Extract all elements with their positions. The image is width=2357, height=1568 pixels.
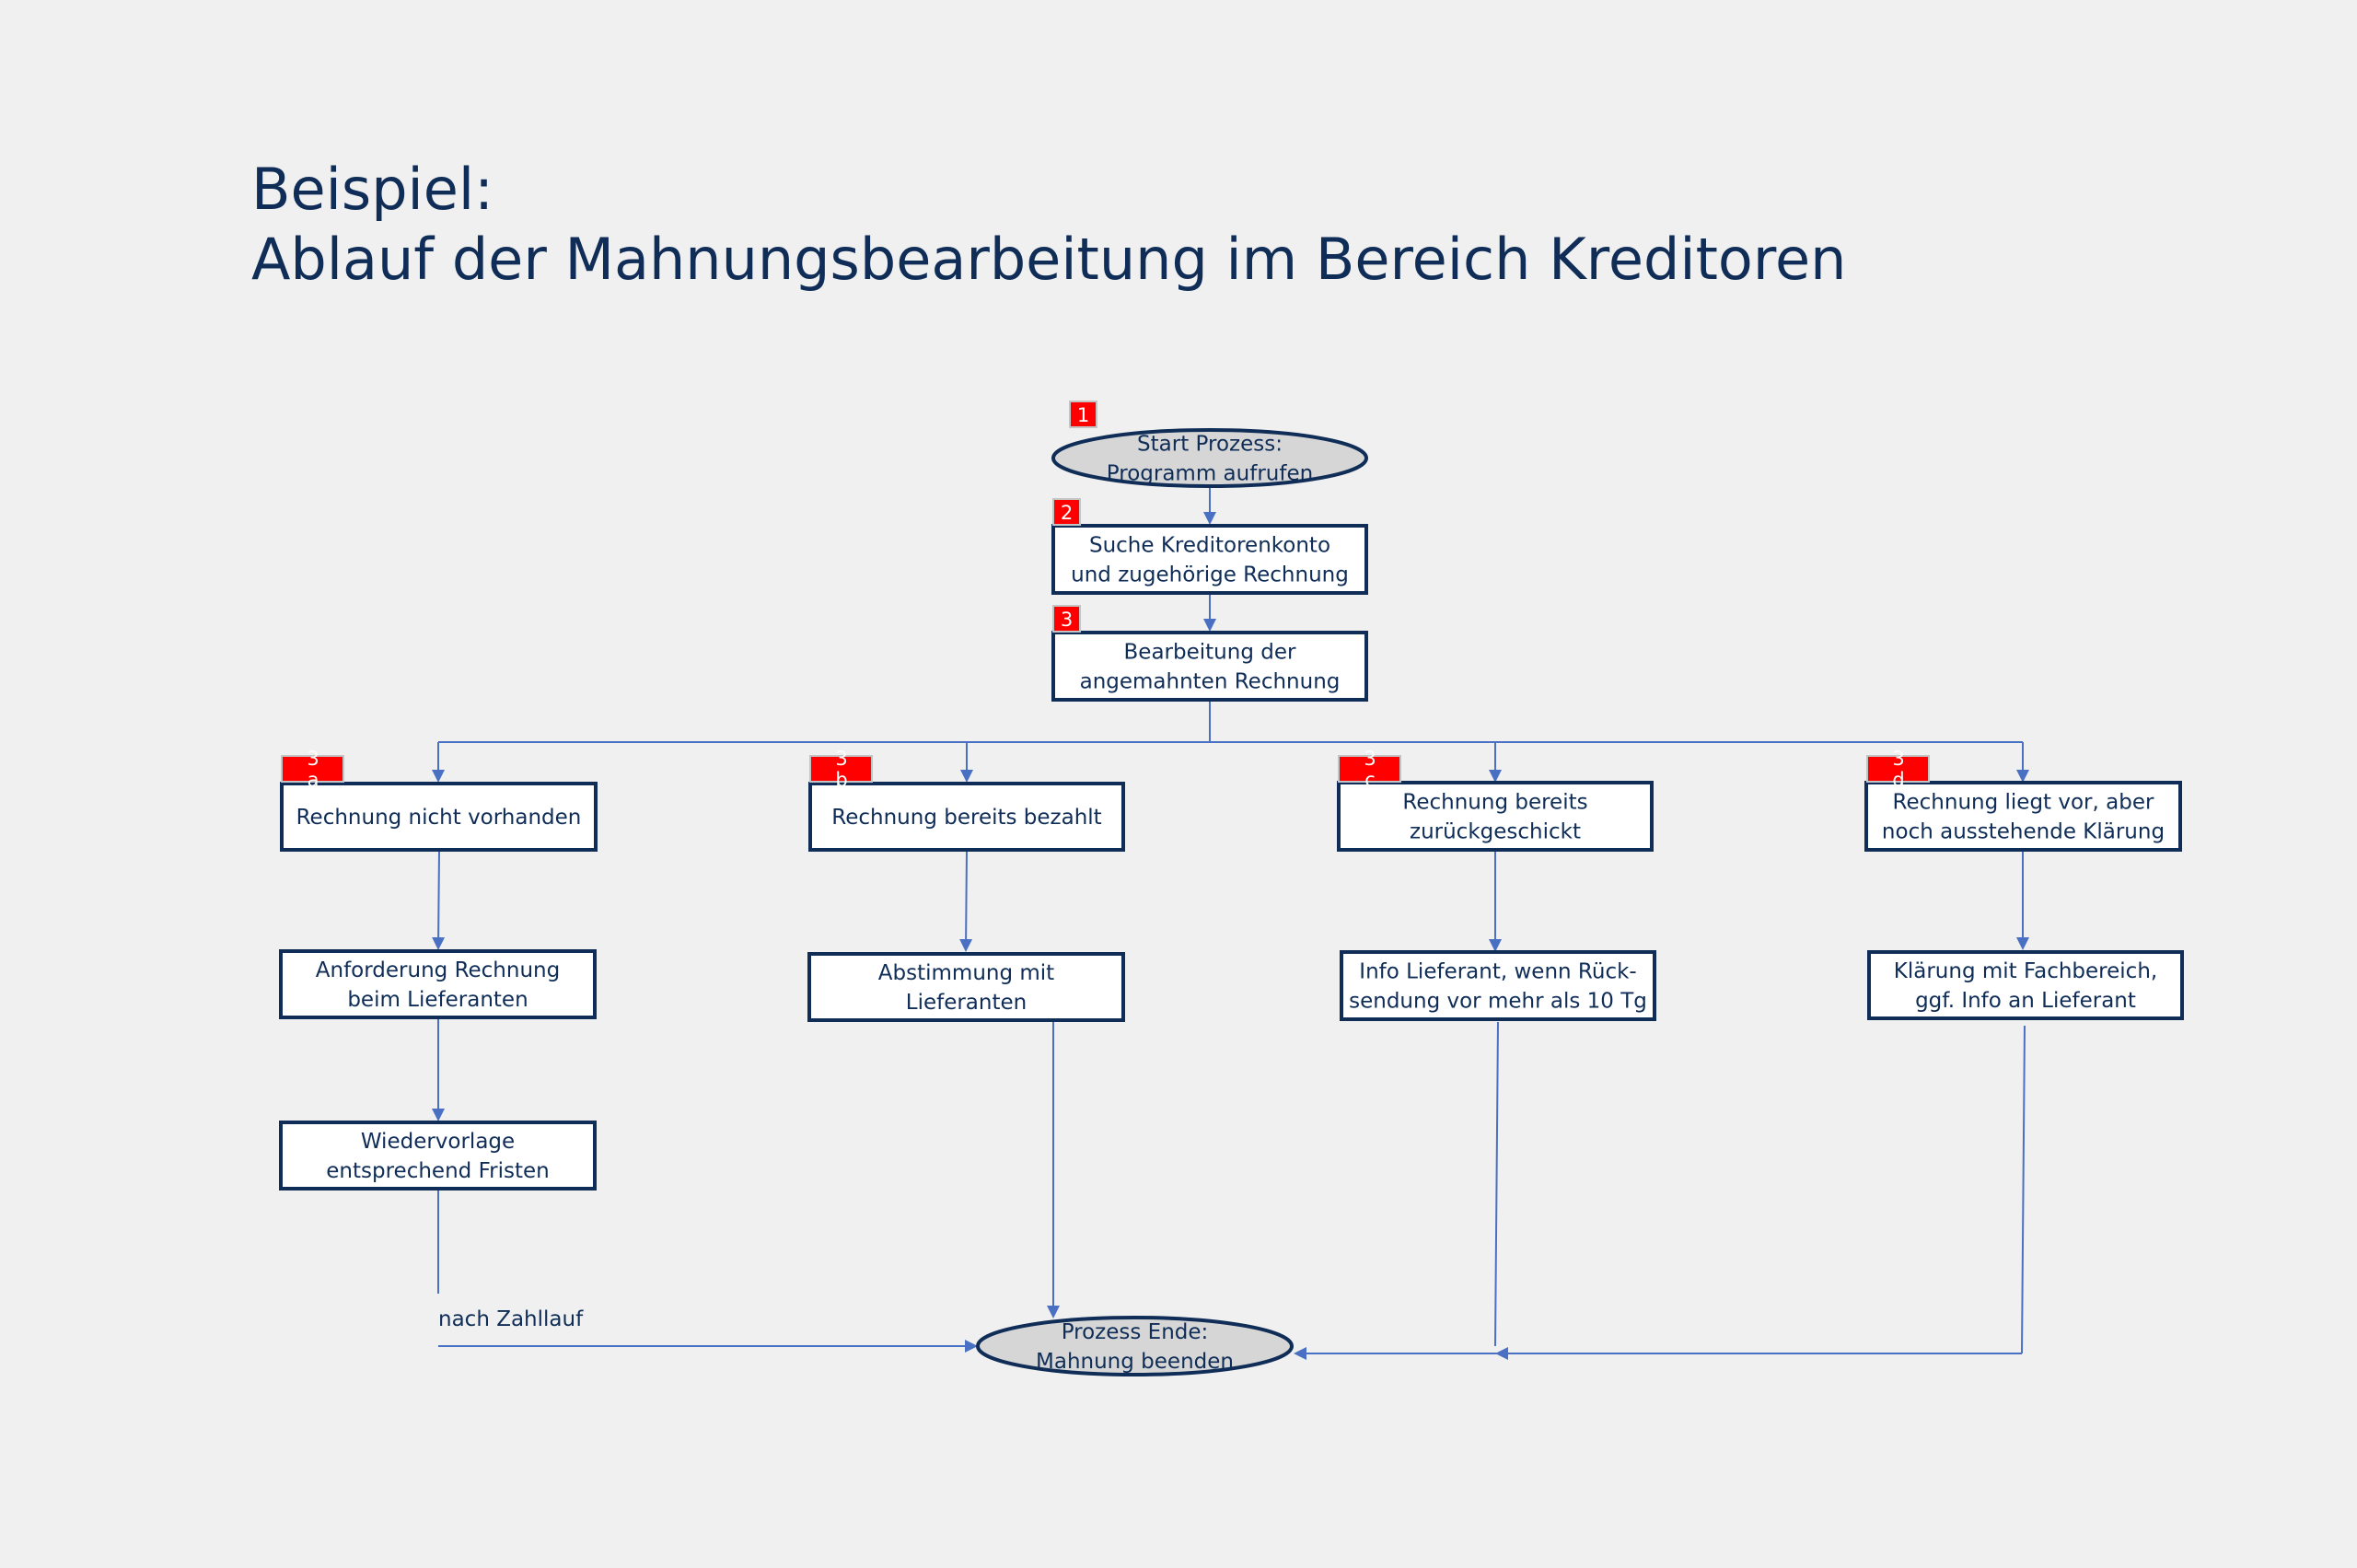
badge-label: b	[835, 769, 847, 791]
badge-label: c	[1364, 769, 1376, 791]
node-label-line: Klärung mit Fachbereich,	[1894, 959, 2157, 983]
node-label-line: Bearbeitung der	[1124, 641, 1296, 665]
node-end: Prozess Ende: Mahnung beenden	[976, 1316, 1294, 1376]
node-label-line: entsprechend Fristen	[326, 1159, 549, 1183]
node-resubmission: Wiedervorlage entsprechend Fristen	[279, 1121, 597, 1191]
node-label-line: Lieferanten	[906, 991, 1027, 1015]
node-label-line: Wiedervorlage	[361, 1130, 515, 1154]
process-box	[280, 782, 598, 852]
badge-background	[1338, 755, 1401, 783]
node-clarify: Klärung mit Fachbereich, ggf. Info an Lie…	[1867, 950, 2184, 1020]
badge-label: 3	[1364, 748, 1376, 770]
node-label-line: ggf. Info an Lieferant	[1915, 989, 2136, 1013]
node-label-line: Programm aufrufen	[1107, 462, 1313, 486]
node-case-a: Rechnung nicht vorhanden	[280, 782, 598, 852]
node-label-line: und zugehörige Rechnung	[1071, 563, 1349, 587]
process-box	[1864, 781, 2182, 852]
node-search: Suche Kreditorenkonto und zugehörige Rech…	[1051, 524, 1368, 595]
badge-case-b: 3b	[809, 748, 873, 791]
node-label-line: noch ausstehende Klärung	[1882, 820, 2165, 844]
node-case-d: Rechnung liegt vor, aber noch ausstehende…	[1864, 781, 2182, 852]
node-label-line: beim Lieferanten	[347, 988, 528, 1012]
node-label-line: Prozess Ende:	[1062, 1320, 1209, 1344]
process-box	[1867, 950, 2184, 1020]
title-line-1: Beispiel:	[251, 156, 494, 223]
node-label-line: Rechnung liegt vor, aber	[1893, 791, 2154, 815]
terminal-shape	[976, 1316, 1294, 1376]
badge-background	[1069, 401, 1097, 428]
badge-background	[281, 755, 344, 783]
node-label-line: sendung vor mehr als 10 Tg	[1349, 990, 1647, 1014]
badge-case-d: 3d	[1866, 748, 1930, 791]
node-label-line: Abstimmung mit	[878, 961, 1054, 985]
node-label-line: Rechnung bereits bezahlt	[831, 806, 1101, 830]
process-box	[1051, 631, 1368, 702]
connector-case-a-to-request	[432, 850, 446, 950]
process-box	[279, 949, 597, 1019]
process-box	[1337, 781, 1654, 852]
badge-background	[1866, 755, 1930, 783]
node-request-invoice: Anforderung Rechnung beim Lieferanten	[279, 949, 597, 1019]
connector-clarify-down	[2021, 1025, 2026, 1354]
badge-background	[1052, 498, 1081, 526]
node-start: Start Prozess: Programm aufrufen	[1051, 428, 1368, 488]
edge-label-after-payment-run: nach Zahllauf	[438, 1307, 584, 1331]
badge-label: d	[1892, 769, 1904, 791]
node-label-line: Info Lieferant, wenn Rück-	[1359, 960, 1636, 984]
badge-process: 3	[1052, 605, 1081, 633]
title-line-2: Ablauf der Mahnungsbearbeitung im Bereic…	[251, 226, 1847, 293]
badge-label: 3	[835, 748, 847, 770]
badge-label: 3	[307, 748, 319, 770]
node-label-line: Mahnung beenden	[1036, 1350, 1234, 1374]
badge-search: 2	[1052, 498, 1081, 526]
connectors	[432, 486, 2029, 1360]
badge-label: 2	[1061, 502, 1073, 524]
connector-info-down	[1494, 1021, 1499, 1347]
badge-case-c: 3c	[1338, 748, 1401, 791]
badge-case-a: 3a	[281, 748, 344, 791]
node-label-line: Rechnung nicht vorhanden	[296, 806, 582, 830]
badge-label: 3	[1061, 609, 1073, 631]
node-info-supplier: Info Lieferant, wenn Rück-sendung vor me…	[1340, 950, 1656, 1021]
node-case-b: Rechnung bereits bezahlt	[808, 782, 1125, 852]
process-box	[1340, 950, 1656, 1021]
node-label-line: Rechnung bereits	[1402, 791, 1587, 815]
node-label-line: angemahnten Rechnung	[1080, 670, 1341, 694]
badge-background	[1052, 605, 1081, 633]
process-box	[279, 1121, 597, 1191]
process-box	[808, 782, 1125, 852]
badge-label: 1	[1077, 404, 1089, 426]
badge-label: 3	[1892, 748, 1904, 770]
node-label-line: Start Prozess:	[1137, 433, 1283, 457]
node-label-line: zurückgeschickt	[1410, 820, 1581, 844]
badge-start: 1	[1069, 401, 1097, 428]
process-box	[807, 952, 1125, 1022]
node-label-line: Suche Kreditorenkonto	[1089, 534, 1330, 558]
badge-background	[809, 755, 873, 783]
badge-label: a	[308, 769, 319, 791]
terminal-shape	[1051, 428, 1368, 488]
node-case-c: Rechnung bereits zurückgeschickt	[1337, 781, 1654, 852]
node-label-line: Anforderung Rechnung	[316, 958, 560, 982]
page-title: Beispiel: Ablauf der Mahnungsbearbeitung…	[251, 155, 1846, 295]
process-box	[1051, 524, 1368, 595]
connector-case-b-to-reconcile	[959, 850, 973, 952]
node-process: Bearbeitung der angemahnten Rechnung	[1051, 631, 1368, 702]
